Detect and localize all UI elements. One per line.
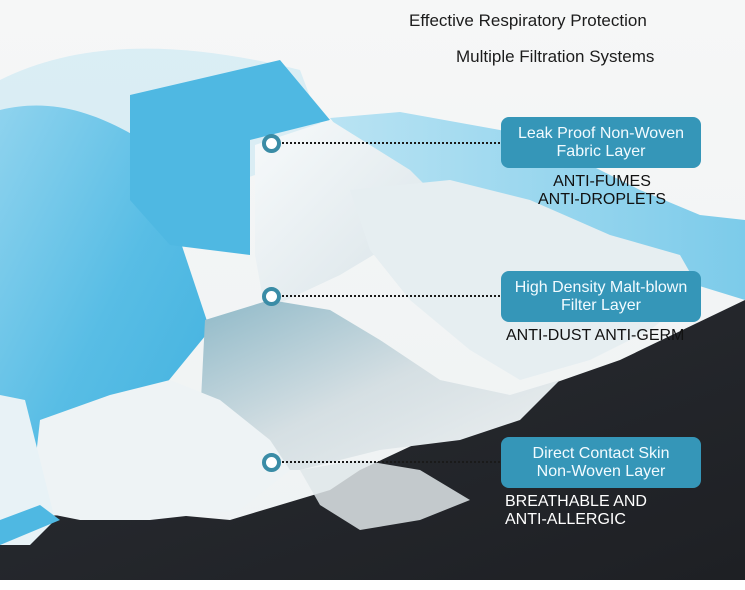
callout-leader-line (282, 295, 500, 297)
layer-label-inner: Direct Contact Skin Non-Woven Layer (501, 437, 701, 488)
layer-label-line1: High Density Malt-blown (514, 278, 688, 296)
callout-marker-icon (262, 287, 281, 306)
layer-benefit-inner: BREATHABLE AND ANTI-ALLERGIC (505, 493, 647, 529)
callout-leader-line (282, 142, 500, 144)
callout-marker-icon (262, 453, 281, 472)
bottom-margin (0, 580, 745, 590)
benefit-line2: ANTI-ALLERGIC (505, 511, 626, 528)
headline-subtitle: Multiple Filtration Systems (456, 47, 655, 66)
layer-label-outer: Leak Proof Non-Woven Fabric Layer (501, 117, 701, 168)
benefit-line1: ANTI-FUMES (553, 173, 651, 190)
headline-title: Effective Respiratory Protection (409, 11, 647, 30)
benefit-line2: ANTI-DROPLETS (537, 191, 666, 208)
layer-label-line2: Fabric Layer (556, 142, 646, 160)
layer-label-line2: Non-Woven Layer (536, 462, 666, 480)
callout-leader-line (282, 461, 500, 463)
layer-label-line1: Leak Proof Non-Woven (517, 124, 684, 142)
layer-benefit-outer: ANTI-FUMES ANTI-DROPLETS (530, 173, 674, 209)
benefit-line1: ANTI-DUST ANTI-GERM (506, 327, 685, 344)
benefit-line1: BREATHABLE AND (505, 493, 647, 510)
layer-label-line2: Filter Layer (560, 296, 642, 314)
layer-label-line1: Direct Contact Skin (532, 444, 670, 462)
layer-label-middle: High Density Malt-blown Filter Layer (501, 271, 701, 322)
layer-benefit-middle: ANTI-DUST ANTI-GERM (506, 327, 684, 345)
callout-marker-icon (262, 134, 281, 153)
